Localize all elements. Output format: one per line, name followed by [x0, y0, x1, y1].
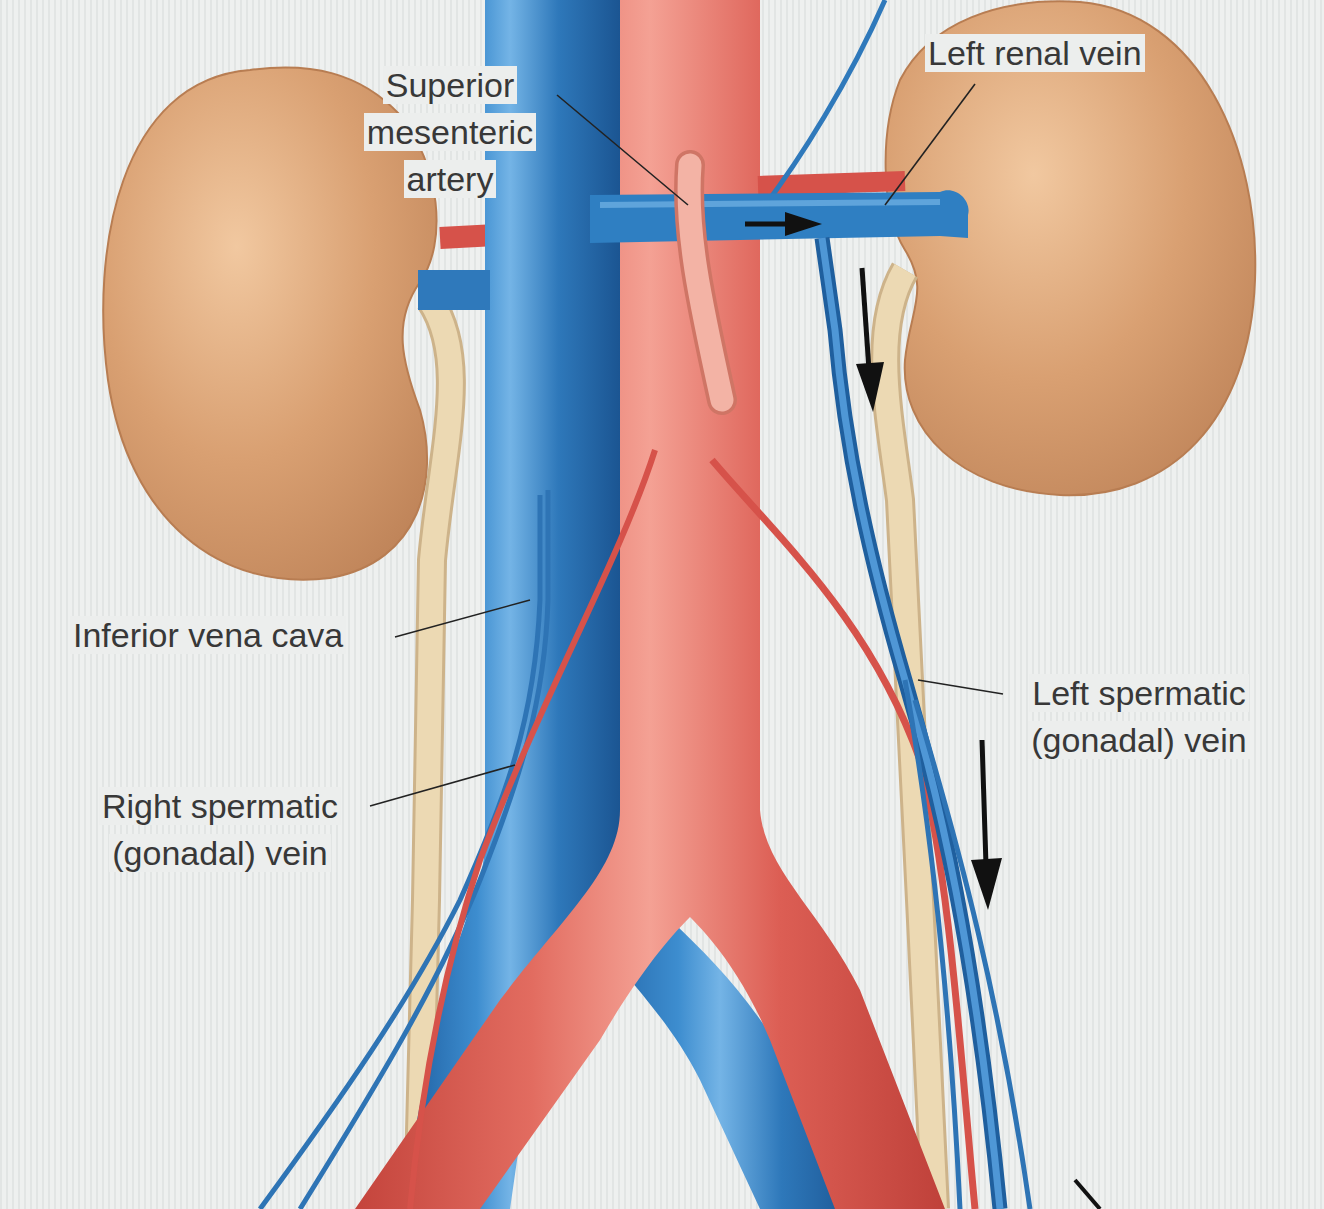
leader-line	[918, 680, 1003, 694]
leader-line	[370, 765, 515, 806]
flow-arrow	[982, 740, 986, 865]
label-box: Left renal vein	[925, 30, 1145, 77]
gonadal-vessels	[260, 238, 1030, 1209]
flow-arrow	[862, 268, 869, 370]
part-label: Inferior vena cava	[70, 616, 346, 654]
label-box: Inferior vena cava	[70, 612, 346, 659]
part-label: Left spermatic (gonadal) vein	[1028, 674, 1249, 759]
left-renal-vein	[590, 190, 969, 243]
label-box: Right spermatic (gonadal) vein	[80, 783, 360, 877]
leader-line	[557, 95, 688, 205]
part-label: Left renal vein	[925, 34, 1145, 72]
aorta	[355, 0, 945, 1209]
leader-line	[885, 84, 975, 205]
flow-arrow	[1075, 1180, 1100, 1209]
left-renal-vein-highlight	[600, 202, 940, 205]
label-box: Left spermatic (gonadal) vein	[1008, 670, 1270, 764]
flow-arrow	[745, 222, 792, 227]
part-label: Superior mesenteric artery	[364, 66, 536, 198]
left-kidney	[886, 1, 1256, 495]
arrow-head	[971, 858, 1002, 910]
arrow-head	[856, 362, 884, 412]
left-gonadal-artery	[712, 460, 975, 1209]
left-gonadal-vein-outline	[822, 238, 1000, 1209]
superior-mesenteric-artery-outline	[689, 165, 722, 400]
right-gonadal-artery	[410, 450, 655, 1209]
left-gonadal-vein-branch	[915, 700, 1030, 1209]
adrenal-vein	[760, 0, 885, 212]
label-box: Superior mesenteric artery	[345, 62, 555, 203]
superior-mesenteric-artery	[689, 165, 722, 400]
arrow-head	[785, 212, 822, 236]
part-label: Right spermatic (gonadal) vein	[99, 787, 341, 872]
leader-line	[395, 600, 530, 637]
right-renal-vein	[418, 270, 490, 310]
left-gonadal-vein	[822, 238, 1000, 1209]
